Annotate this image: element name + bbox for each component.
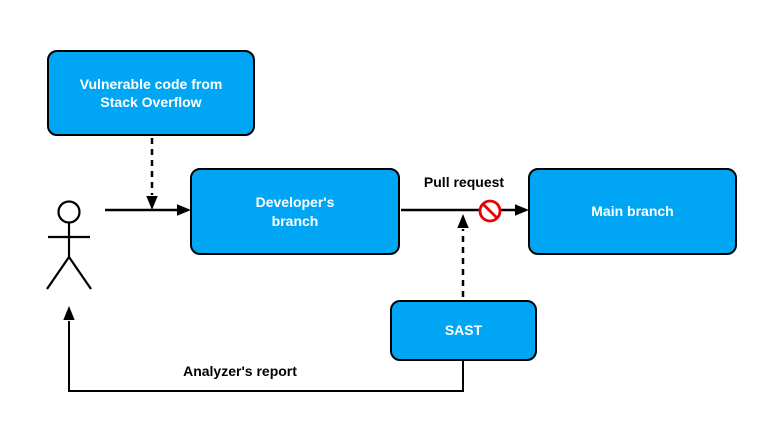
node-sast-label: SAST: [444, 322, 483, 339]
label-analyzers-report: Analyzer's report: [183, 363, 297, 379]
node-developers-branch: Developer's branch: [190, 168, 400, 255]
person-actor-icon: [46, 200, 92, 290]
node-main-branch-label: Main branch: [591, 203, 674, 220]
node-vulnerable-code: Vulnerable code from Stack Overflow: [47, 50, 255, 136]
blocked-icon: [478, 199, 502, 223]
arrow-sast-to-pull-request: [457, 214, 469, 297]
arrow-developer-branch-to-main-branch: [401, 204, 529, 216]
label-pull-request: Pull request: [423, 174, 505, 190]
arrow-actor-to-developer-branch: [105, 204, 191, 216]
node-vulnerable-code-label: Vulnerable code from Stack Overflow: [79, 75, 223, 110]
arrow-sast-report-to-actor: [63, 306, 464, 392]
arrow-vulnerable-code-to-developer-branch: [146, 138, 158, 210]
node-sast: SAST: [390, 300, 537, 361]
node-main-branch: Main branch: [528, 168, 737, 255]
node-developers-branch-label: Developer's branch: [255, 194, 335, 229]
